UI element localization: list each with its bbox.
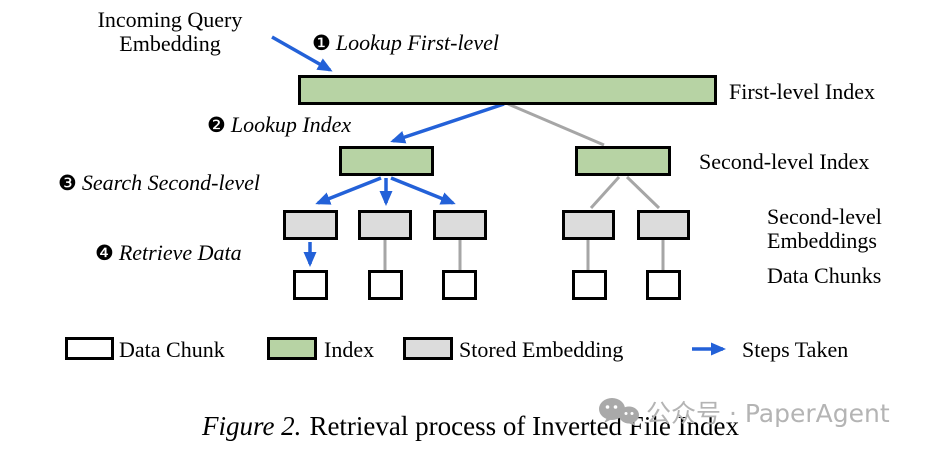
watermark: 公众号 · PaperAgent bbox=[598, 394, 890, 430]
embeddings-label: Second-level Embeddings bbox=[767, 204, 882, 253]
embedding-box-2 bbox=[358, 210, 412, 240]
legend-data-chunk-label: Data Chunk bbox=[119, 337, 225, 362]
figure-caption-number: Figure 2. bbox=[201, 411, 302, 441]
step-2-number-icon: ❷ bbox=[207, 113, 226, 137]
search-arrow-3 bbox=[390, 176, 456, 205]
step-3-number-icon: ❸ bbox=[58, 171, 77, 195]
data-chunks-label: Data Chunks bbox=[767, 263, 882, 288]
data-chunk-box-3 bbox=[442, 270, 477, 300]
legend-stored-embedding-label: Stored Embedding bbox=[459, 337, 624, 362]
legend-stored-embedding-swatch bbox=[403, 337, 453, 360]
legend-data-chunk-swatch bbox=[65, 337, 114, 360]
data-chunk-box-5 bbox=[646, 270, 681, 300]
search-arrow-1 bbox=[315, 176, 382, 205]
embedding-box-3 bbox=[433, 210, 487, 240]
embedding-box-4 bbox=[562, 210, 615, 240]
data-chunk-box-2 bbox=[368, 270, 403, 300]
first-level-index-label: First-level Index bbox=[729, 79, 876, 104]
figure-caption-text: Retrieval process of Inverted File Index bbox=[309, 411, 740, 441]
watermark-text: 公众号 · PaperAgent bbox=[646, 399, 890, 428]
second-level-index-box-left bbox=[339, 146, 434, 176]
embedding-box-1 bbox=[283, 210, 338, 240]
figure-caption: Figure 2.Retrieval process of Inverted F… bbox=[8, 411, 925, 442]
data-chunk-box-4 bbox=[572, 270, 607, 300]
legend-steps-taken-label: Steps Taken bbox=[742, 337, 849, 362]
legend-index-label: Index bbox=[324, 337, 375, 362]
lookup-index-arrow bbox=[390, 102, 505, 144]
second-level-index-label: Second-level Index bbox=[699, 149, 870, 174]
incoming-query-label: Incoming Query Embedding bbox=[97, 7, 243, 56]
wechat-icon bbox=[599, 398, 639, 426]
step-1-number-icon: ❶ bbox=[312, 31, 331, 55]
gray-tree-lines bbox=[383, 102, 665, 270]
legend-index-swatch bbox=[267, 337, 317, 360]
embedding-box-5 bbox=[637, 210, 690, 240]
first-level-index-bar bbox=[298, 75, 717, 105]
second-level-index-box-right bbox=[575, 146, 671, 176]
data-chunk-box-1 bbox=[293, 270, 328, 300]
step-4-number-icon: ❹ bbox=[95, 241, 114, 265]
